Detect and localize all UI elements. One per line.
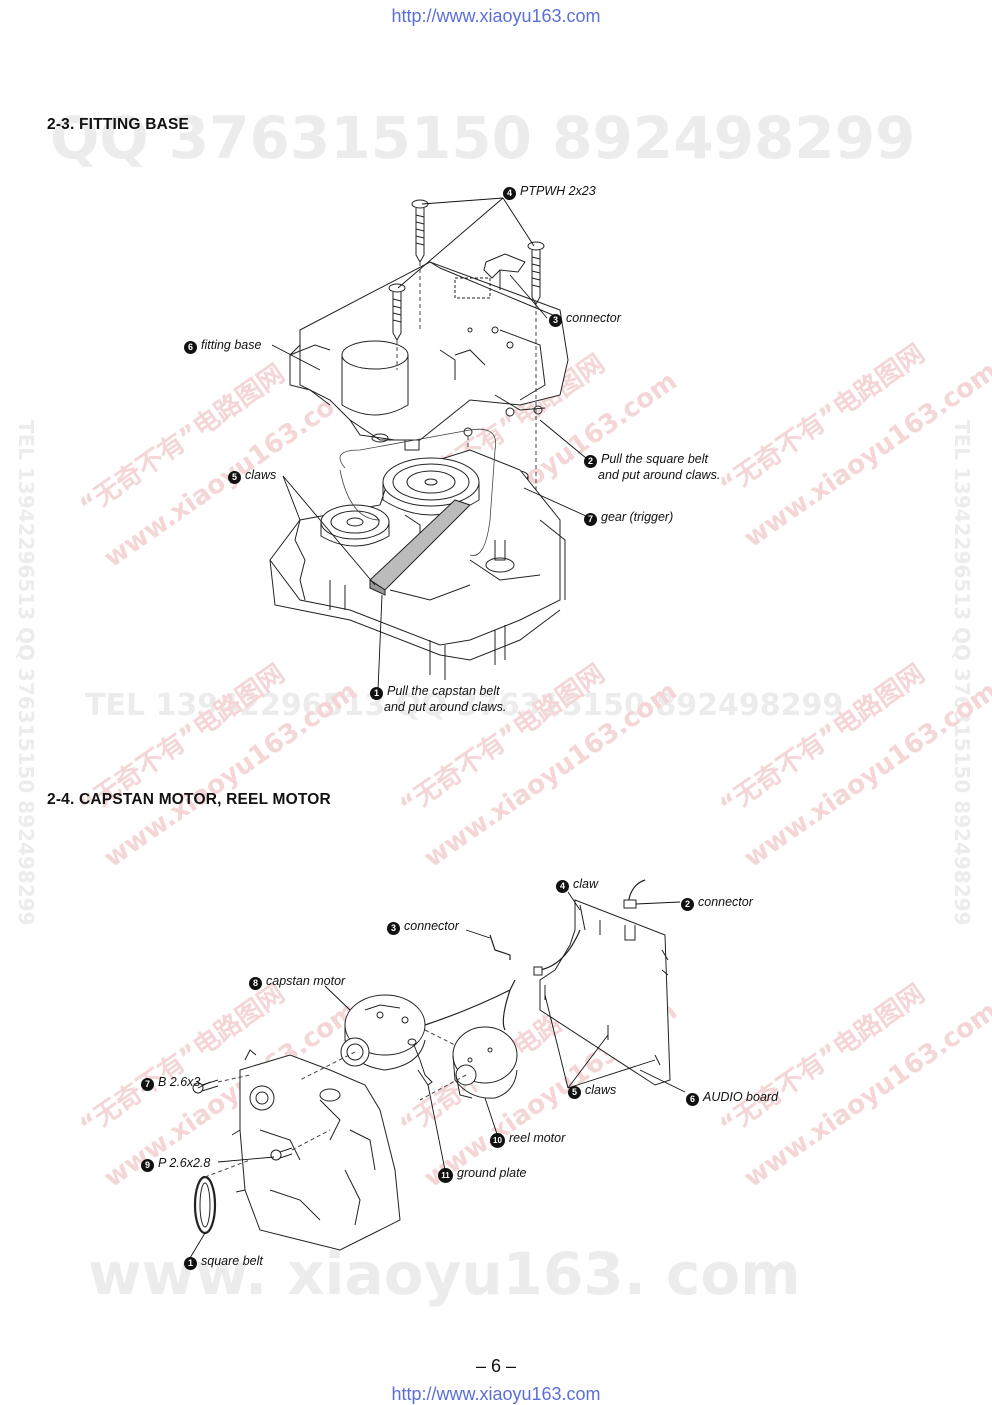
screw-ptpwh-1 — [411, 199, 429, 264]
connector-3-part — [489, 934, 511, 960]
callout-5-badge-2: 5 — [568, 1086, 581, 1099]
label-fitting-base-text: fitting base — [201, 338, 262, 352]
label-connector-2-text: connector — [698, 895, 753, 909]
callout-3-badge: 3 — [549, 314, 562, 327]
callout-7-badge-2: 7 — [141, 1078, 154, 1091]
connector-2-plug — [623, 899, 637, 909]
callout-3-badge-2: 3 — [387, 922, 400, 935]
label-square-belt-line2: and put around claws. — [598, 468, 721, 482]
section-title-capstan-reel-motor: 2-4. CAPSTAN MOTOR, REEL MOTOR — [47, 791, 331, 808]
label-square-belt-line1: Pull the square belt — [601, 452, 709, 466]
square-belt — [339, 428, 497, 556]
label-claws-2: 5 claws — [568, 1083, 616, 1099]
callout-2-badge: 2 — [584, 455, 597, 468]
motor-guide-lines — [204, 1029, 467, 1178]
label-reel-motor-text: reel motor — [509, 1131, 566, 1145]
callout-5-badge: 5 — [228, 471, 241, 484]
audio-board-part — [539, 899, 671, 1086]
label-capstan-motor-text: capstan motor — [266, 974, 346, 988]
label-capstan-belt-line1: Pull the capstan belt — [387, 684, 500, 698]
callout-8-badge: 8 — [249, 977, 262, 990]
square-belt-part — [193, 1175, 217, 1235]
label-claws-text: claws — [245, 468, 277, 482]
callout-2-badge-2: 2 — [681, 898, 694, 911]
label-p-screw: 9 P 2.6x2.8 — [141, 1156, 210, 1172]
connector-part — [483, 253, 526, 290]
reel-motor-part — [452, 1026, 518, 1099]
label-b-screw-text: B 2.6x3 — [158, 1075, 201, 1089]
cable-connector-3 — [539, 929, 581, 971]
label-claw-text: claw — [573, 877, 599, 891]
page-number: – 6 – — [475, 1356, 517, 1376]
section-title-fitting-base: 2-3. FITTING BASE — [47, 116, 190, 133]
label-capstan-belt-instruction: 1 Pull the capstan belt and put around cl… — [370, 684, 506, 715]
motor-mechanism-chassis — [231, 1049, 401, 1251]
label-connector: 3 connector — [549, 311, 621, 327]
callout-10-badge: 10 — [490, 1133, 505, 1148]
label-square-belt-instruction: 2 Pull the square belt and put around cla… — [584, 452, 720, 483]
motor-leader-lines — [189, 891, 686, 1259]
label-connector-text: connector — [566, 311, 621, 325]
label-capstan-motor: 8 capstan motor — [249, 974, 345, 990]
screw-ptpwh-2 — [527, 241, 545, 306]
label-connector-2: 2 connector — [681, 895, 753, 911]
watermark-vertical-right: TEL 13942296513 QQ 376315150 892498299 — [950, 420, 974, 926]
fitting-base-exploded-diagram — [269, 197, 587, 691]
label-connector-3-text: connector — [404, 919, 459, 933]
callout-1-badge: 1 — [370, 687, 383, 700]
capstan-reel-motor-exploded-diagram — [189, 879, 686, 1259]
label-reel-motor: 10 reel motor — [490, 1131, 565, 1148]
label-audio-board-text: AUDIO board — [703, 1090, 779, 1104]
label-square-belt-text: square belt — [201, 1254, 263, 1268]
callout-7-badge: 7 — [584, 513, 597, 526]
screw-p-2-6x2-8 — [270, 1147, 293, 1161]
watermark-vertical-left: TEL 13942296513 QQ 376315150 892498299 — [14, 420, 38, 926]
callout-11-badge: 11 — [438, 1168, 453, 1183]
label-ptpwh: 4 PTPWH 2x23 — [503, 184, 596, 200]
footer-url[interactable]: http://www.xiaoyu163.com — [391, 1384, 601, 1404]
leader-lines — [271, 197, 587, 691]
label-claws: 5 claws — [228, 468, 276, 484]
mechanism-chassis — [269, 449, 566, 680]
label-p-screw-text: P 2.6x2.8 — [158, 1156, 211, 1170]
label-gear-trigger: 7 gear (trigger) — [584, 510, 673, 526]
callout-9-badge: 9 — [141, 1159, 154, 1172]
label-ground-plate: 11 ground plate — [438, 1166, 527, 1183]
callout-4-badge: 4 — [503, 187, 516, 200]
label-claws-2-text: claws — [585, 1083, 617, 1097]
fitting-base-part — [289, 261, 569, 451]
callout-1-badge-2: 1 — [184, 1257, 197, 1270]
label-ground-plate-text: ground plate — [457, 1166, 527, 1180]
label-gear-trigger-text: gear (trigger) — [601, 510, 674, 524]
callout-6-badge-2: 6 — [686, 1093, 699, 1106]
label-capstan-belt-line2: and put around claws. — [384, 700, 507, 714]
label-connector-3: 3 connector — [387, 919, 459, 935]
header-url[interactable]: http://www.xiaoyu163.com — [391, 6, 601, 26]
callout-6-badge: 6 — [184, 341, 197, 354]
label-ptpwh-text: PTPWH 2x23 — [520, 184, 596, 198]
label-square-belt: 1 square belt — [184, 1254, 263, 1270]
callout-4-badge-2: 4 — [556, 880, 569, 893]
label-b-screw: 7 B 2.6x3 — [141, 1075, 200, 1091]
label-fitting-base: 6 fitting base — [184, 338, 261, 354]
ground-plate-part — [407, 1038, 433, 1086]
label-audio-board: 6 AUDIO board — [686, 1090, 778, 1106]
label-claw: 4 claw — [556, 877, 598, 893]
